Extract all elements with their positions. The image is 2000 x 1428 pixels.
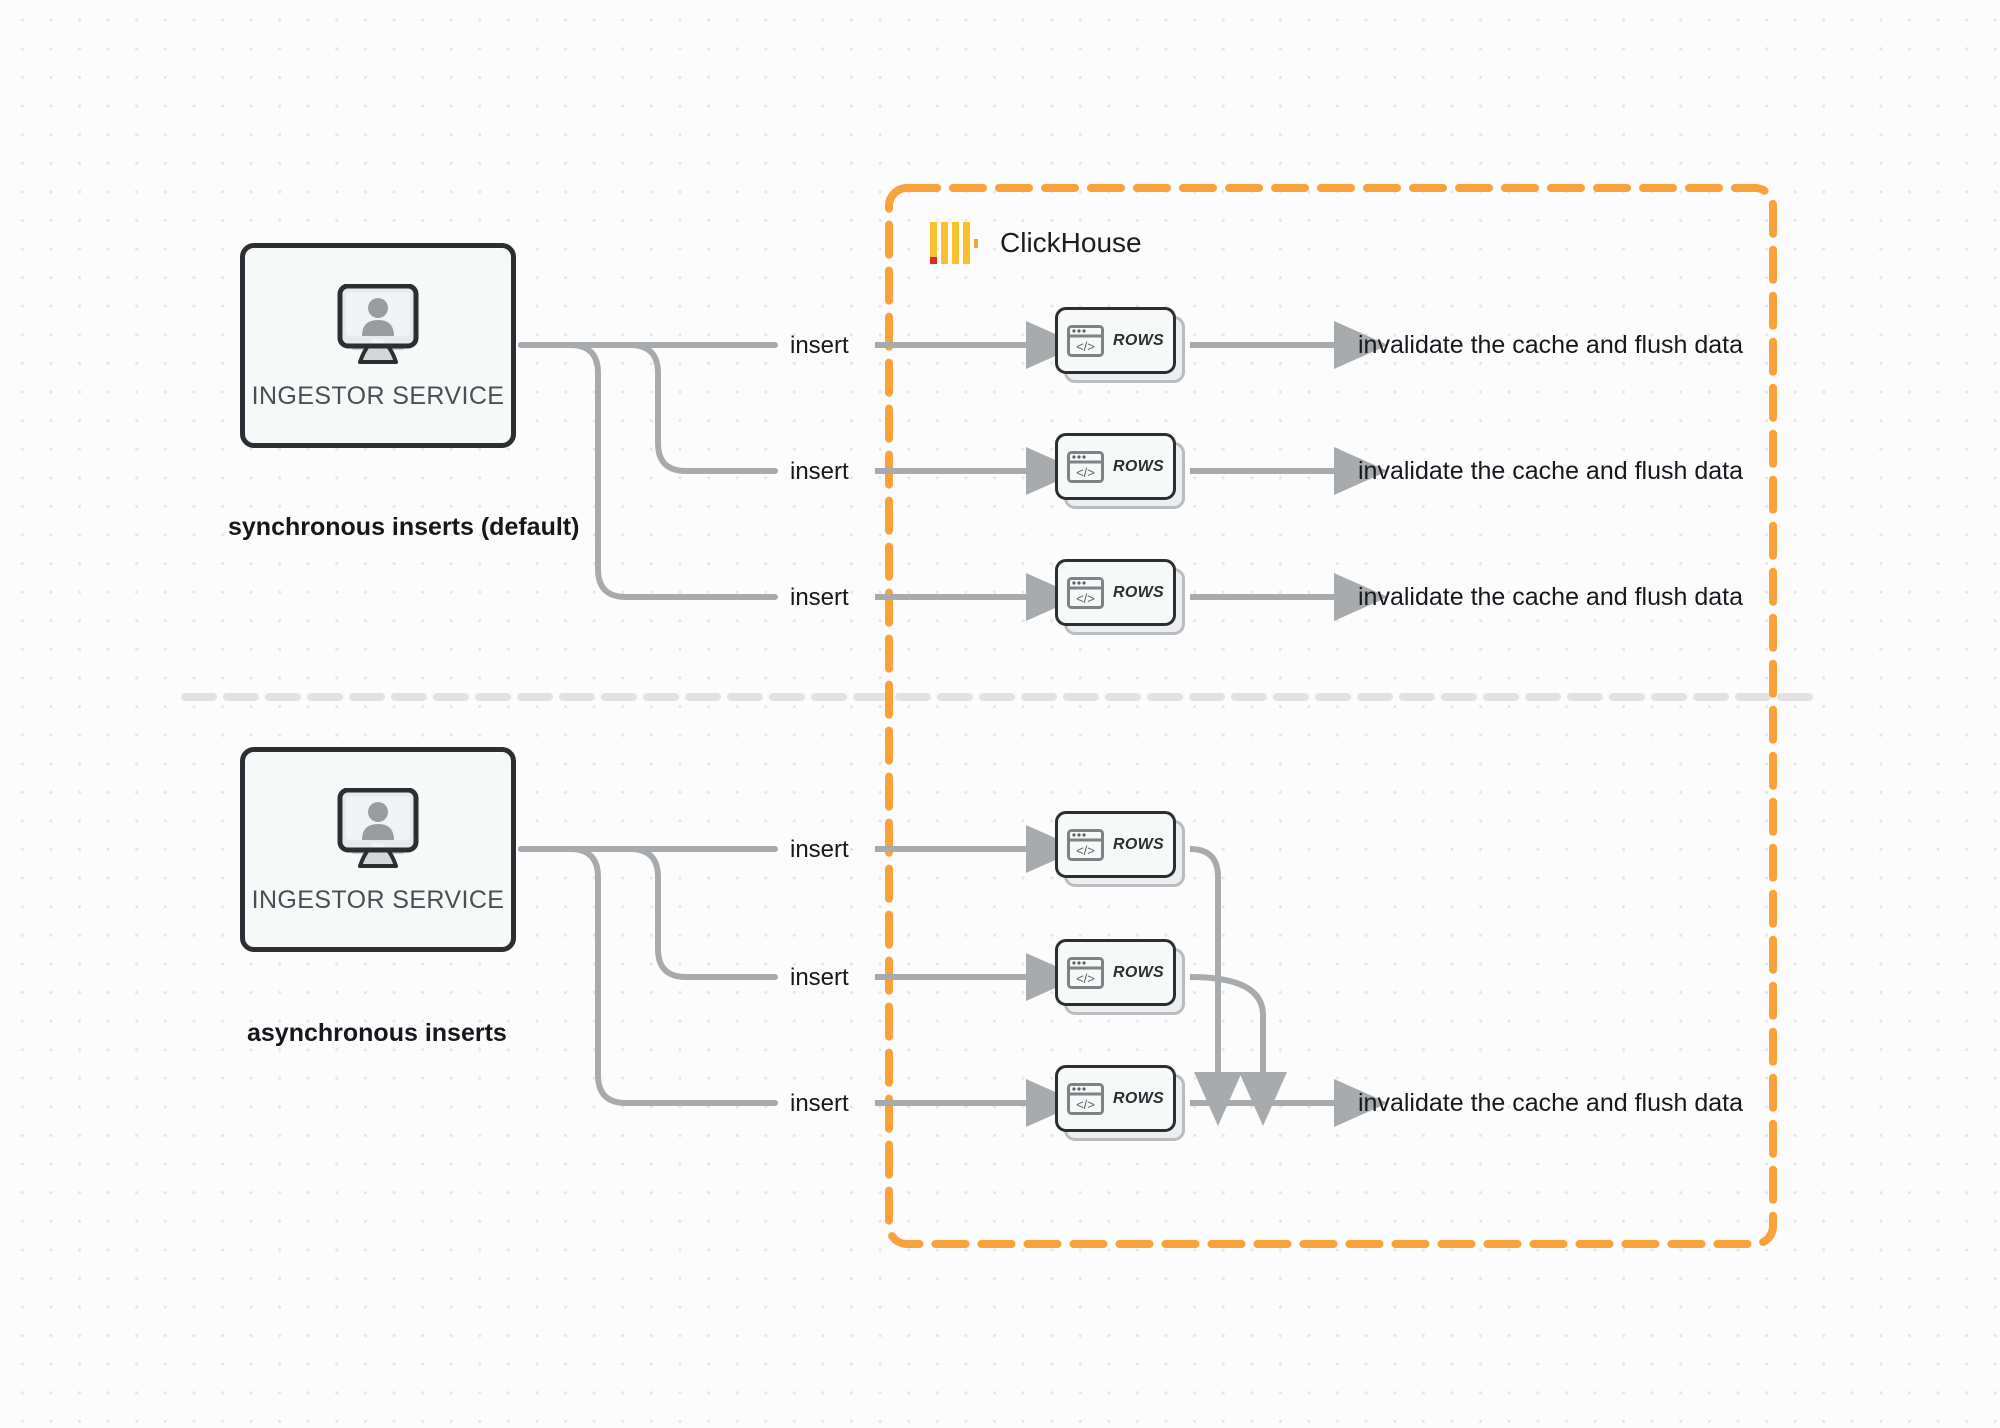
clickhouse-boundary-box <box>885 184 1777 1248</box>
svg-text:</>: </> <box>1076 1097 1095 1112</box>
rows-card-async-2[interactable]: </> ROWS <box>1055 939 1185 1015</box>
clickhouse-logo <box>930 222 978 264</box>
edge-label-insert-async-3: insert <box>790 1090 849 1117</box>
svg-text:</>: </> <box>1076 591 1095 606</box>
monitor-user-icon <box>337 284 419 364</box>
edge-label-insert-sync-2: insert <box>790 458 849 485</box>
rows-card-label: ROWS <box>1113 835 1164 853</box>
code-window-icon: </> <box>1067 450 1104 483</box>
rows-card-face: </> ROWS <box>1055 559 1176 626</box>
edge-sync-3 <box>518 342 778 600</box>
code-window-icon: </> <box>1067 1082 1104 1115</box>
ingestor-service-node-async[interactable]: INGESTOR SERVICE <box>240 747 516 952</box>
ingestor-service-node-sync[interactable]: INGESTOR SERVICE <box>240 243 516 448</box>
rows-card-face: </> ROWS <box>1055 433 1176 500</box>
edge-label-insert-sync-3: insert <box>790 584 849 611</box>
edge-label-insert-async-1: insert <box>790 836 849 863</box>
edge-sync-2 <box>518 342 778 474</box>
arrow-async-merge-1 <box>1189 846 1242 1126</box>
svg-text:</>: </> <box>1076 971 1095 986</box>
edge-async-2 <box>518 846 778 980</box>
edge-async-3 <box>518 846 778 1106</box>
rows-card-face: </> ROWS <box>1055 939 1176 1006</box>
rows-card-sync-1[interactable]: </> ROWS <box>1055 307 1185 383</box>
rows-card-face: </> ROWS <box>1055 307 1176 374</box>
sink-label-sync-2: invalidate the cache and flush data <box>1358 457 1743 485</box>
code-window-icon: </> <box>1067 956 1104 989</box>
clickhouse-label: ClickHouse <box>1000 227 1142 258</box>
rows-card-face: </> ROWS <box>1055 1065 1176 1132</box>
sink-label-sync-3: invalidate the cache and flush data <box>1358 583 1743 611</box>
clickhouse-boundary-header: ClickHouse <box>930 222 1142 264</box>
rows-card-face: </> ROWS <box>1055 811 1176 878</box>
rows-card-label: ROWS <box>1113 457 1164 475</box>
rows-card-sync-3[interactable]: </> ROWS <box>1055 559 1185 635</box>
svg-text:</>: </> <box>1076 843 1095 858</box>
arrow-async-merge-2 <box>1189 974 1287 1126</box>
rows-card-label: ROWS <box>1113 583 1164 601</box>
code-window-icon: </> <box>1067 576 1104 609</box>
ingestor-service-label-async: INGESTOR SERVICE <box>251 886 505 914</box>
sink-label-async-1: invalidate the cache and flush data <box>1358 1089 1743 1117</box>
rows-card-async-1[interactable]: </> ROWS <box>1055 811 1185 887</box>
rows-card-async-3[interactable]: </> ROWS <box>1055 1065 1185 1141</box>
rows-card-label: ROWS <box>1113 963 1164 981</box>
code-window-icon: </> <box>1067 324 1104 357</box>
svg-text:</>: </> <box>1076 465 1095 480</box>
sink-label-sync-1: invalidate the cache and flush data <box>1358 331 1743 359</box>
rows-card-sync-2[interactable]: </> ROWS <box>1055 433 1185 509</box>
rows-card-label: ROWS <box>1113 331 1164 349</box>
section-caption-asynchronous: asynchronous inserts <box>247 1019 507 1047</box>
monitor-user-icon <box>337 788 419 868</box>
code-window-icon: </> <box>1067 828 1104 861</box>
svg-text:</>: </> <box>1076 339 1095 354</box>
edge-label-insert-async-2: insert <box>790 964 849 991</box>
edge-label-insert-sync-1: insert <box>790 332 849 359</box>
ingestor-service-label-sync: INGESTOR SERVICE <box>251 382 505 410</box>
rows-card-label: ROWS <box>1113 1089 1164 1107</box>
section-caption-synchronous: synchronous inserts (default) <box>228 513 580 541</box>
